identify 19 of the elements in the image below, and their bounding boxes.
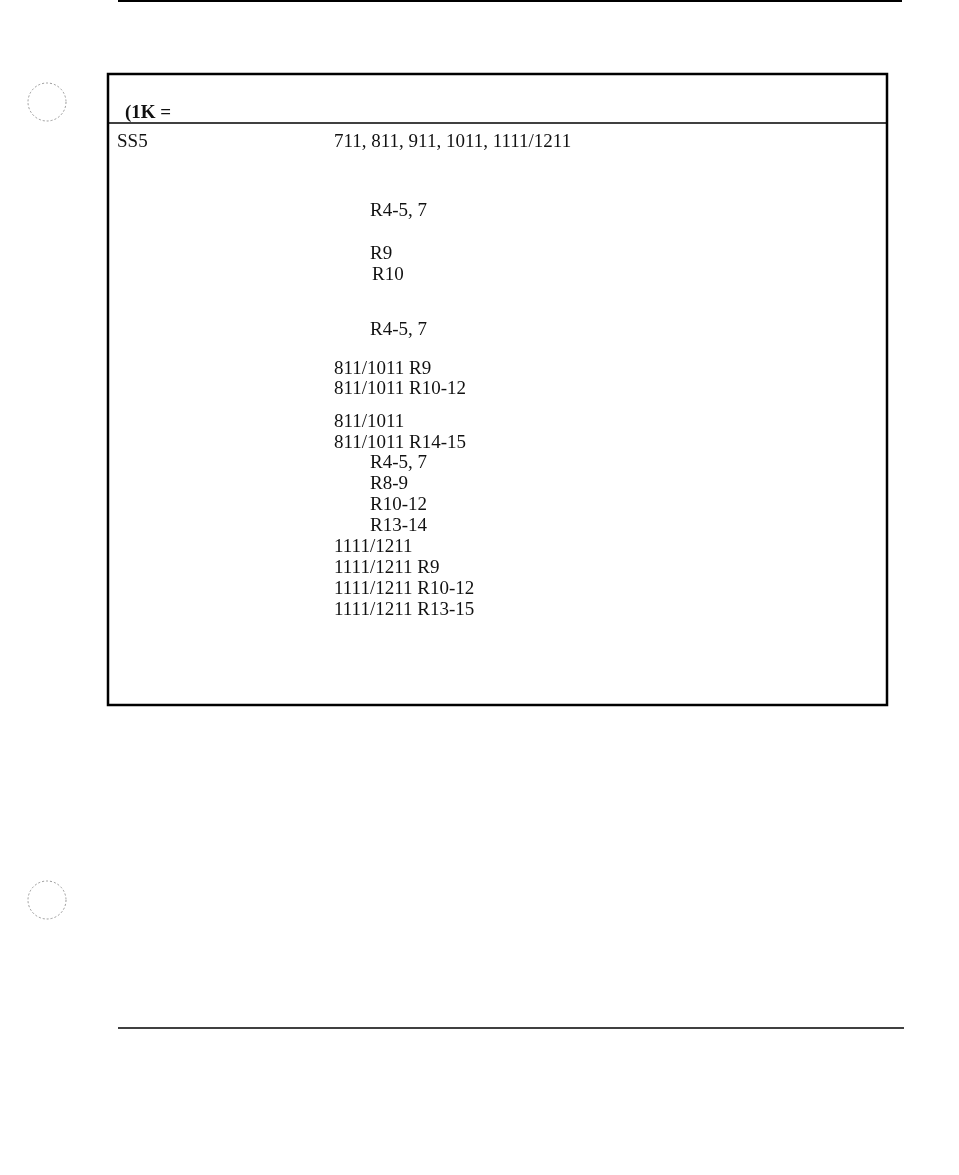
table-cell: R4-5, 7 — [370, 200, 427, 220]
table-cell: R9 — [370, 243, 393, 263]
table-cell: 1111/1211 R9 — [334, 557, 440, 577]
table-cell: 811/1011 R9 — [334, 358, 432, 378]
table-cell: 1111/1211 — [334, 536, 413, 556]
table-cell: 811/1011 R14-15 — [334, 432, 467, 452]
table-cell: 811/1011 — [334, 411, 405, 431]
table-cell-text: 711, 811, 911, 1011, 1111/1211 — [334, 131, 573, 151]
table-cell: R13-14 — [370, 515, 427, 535]
table-cell: R10-12 — [370, 494, 427, 514]
table-cell: 811/1011 R10-12 — [334, 378, 467, 398]
table-cell: R4-5, 7 — [370, 452, 427, 472]
table-cell: R4-5, 7 — [370, 319, 427, 339]
table-cell: 1111/1211 R10-12 — [334, 578, 475, 598]
table-cell: 1111/1211 R13-15 — [334, 599, 475, 619]
table-cell: R10 — [372, 264, 404, 284]
row-heading: SS5 — [117, 131, 148, 151]
table-cell: R8-9 — [370, 473, 408, 493]
header-note: (1K = — [125, 102, 172, 122]
